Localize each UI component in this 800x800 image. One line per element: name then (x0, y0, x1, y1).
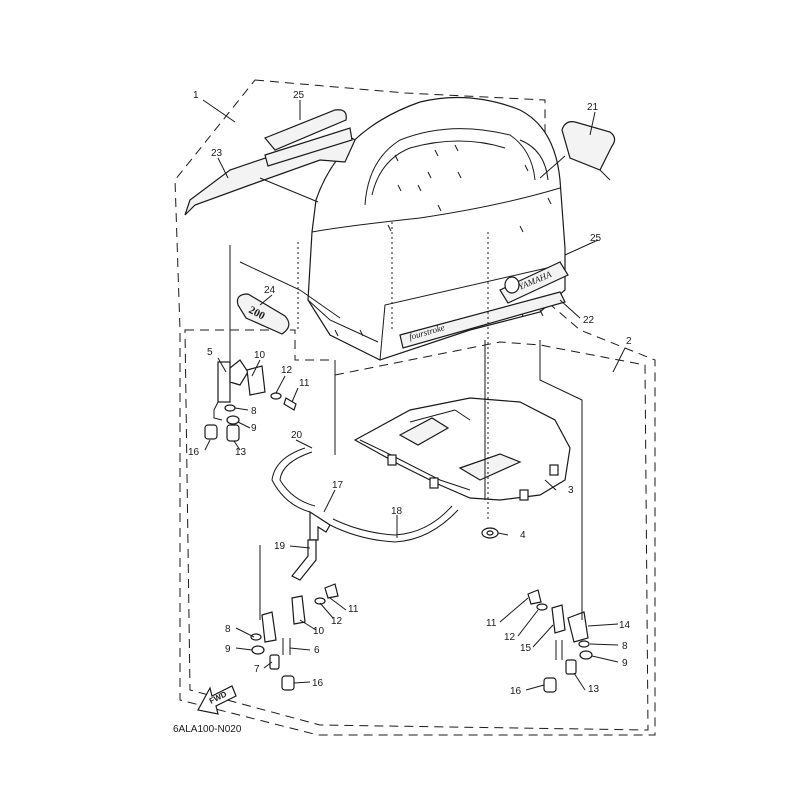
callout-1: 1 (193, 90, 199, 101)
top-cowling: YAMAHA fourstroke (307, 96, 569, 361)
sticker-25 (264, 109, 353, 167)
callout-20: 20 (291, 430, 303, 441)
callout-21: 21 (587, 102, 599, 113)
hose-18 (329, 505, 459, 543)
callout-6: 6 (314, 645, 320, 656)
washer-4 (481, 527, 499, 539)
callout-12-right: 12 (504, 632, 516, 643)
callout-19: 19 (274, 541, 286, 552)
callout-3: 3 (568, 485, 574, 496)
drawing-code: 6ALA100-N020 (173, 724, 242, 735)
callout-11-left: 11 (348, 604, 359, 615)
callout-25-top: 25 (293, 90, 305, 101)
cowling-pan (353, 397, 571, 501)
callout-13-right: 13 (588, 684, 600, 695)
callout-24: 24 (264, 285, 276, 296)
sticker-24-model: 200 (236, 293, 290, 335)
callout-5: 5 (207, 347, 213, 358)
callout-13-front: 13 (235, 447, 247, 458)
callout-16-front: 16 (188, 447, 200, 458)
callout-25-right: 25 (590, 233, 602, 244)
callout-11-right: 11 (486, 618, 497, 629)
callout-12-left: 12 (331, 616, 343, 627)
callout-22: 22 (583, 315, 595, 326)
callout-16-left: 16 (312, 678, 324, 689)
callout-4: 4 (520, 530, 526, 541)
callout-10-front: 10 (254, 350, 266, 361)
callout-9-left: 9 (225, 644, 231, 655)
assembly-boundary-1 (174, 79, 656, 736)
callout-11-front: 11 (299, 378, 310, 389)
callout-17: 17 (332, 480, 344, 491)
callout-8-front: 8 (251, 406, 257, 417)
fwd-arrow-icon: FWD (197, 685, 237, 715)
callout-23: 23 (211, 148, 223, 159)
hose-19 (291, 539, 317, 581)
callout-8-right: 8 (622, 641, 628, 652)
sticker-21 (561, 121, 616, 171)
latch-rear-left (250, 583, 339, 691)
callout-7: 7 (254, 664, 260, 675)
callout-9-right: 9 (622, 658, 628, 669)
latch-rear-right (527, 589, 593, 693)
tee-17 (309, 510, 331, 541)
callout-2: 2 (626, 336, 632, 347)
callout-10-left: 10 (313, 626, 325, 637)
leader-lines (202, 99, 626, 691)
assembly-boundary-2 (184, 329, 649, 731)
callout-16-right: 16 (510, 686, 522, 697)
callout-18: 18 (391, 506, 403, 517)
callouts: 1 2 3 4 5 6 7 8 8 8 9 9 9 10 10 11 11 11… (188, 90, 632, 697)
callout-8-left: 8 (225, 624, 231, 635)
callout-14: 14 (619, 620, 631, 631)
callout-9-front: 9 (251, 423, 257, 434)
latch-front-left (204, 359, 297, 442)
guide-lines (229, 155, 611, 620)
hose-20 (271, 447, 316, 513)
callout-15: 15 (520, 643, 532, 654)
callout-12-front: 12 (281, 365, 293, 376)
